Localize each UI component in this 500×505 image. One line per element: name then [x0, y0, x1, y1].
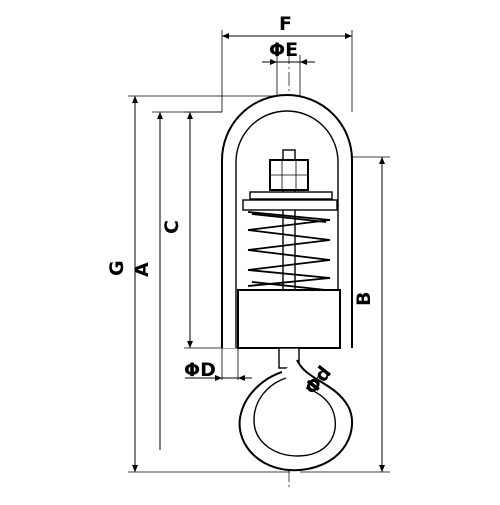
label-phi-E: ΦE: [269, 39, 298, 61]
arrowheads: [132, 33, 385, 472]
label-C: C: [161, 220, 183, 234]
label-phi-D: ΦD: [184, 359, 216, 381]
label-A: A: [131, 262, 153, 277]
label-G: G: [106, 260, 128, 276]
label-F: F: [279, 13, 292, 35]
spring-coils: [247, 211, 331, 291]
label-B: B: [353, 292, 375, 306]
